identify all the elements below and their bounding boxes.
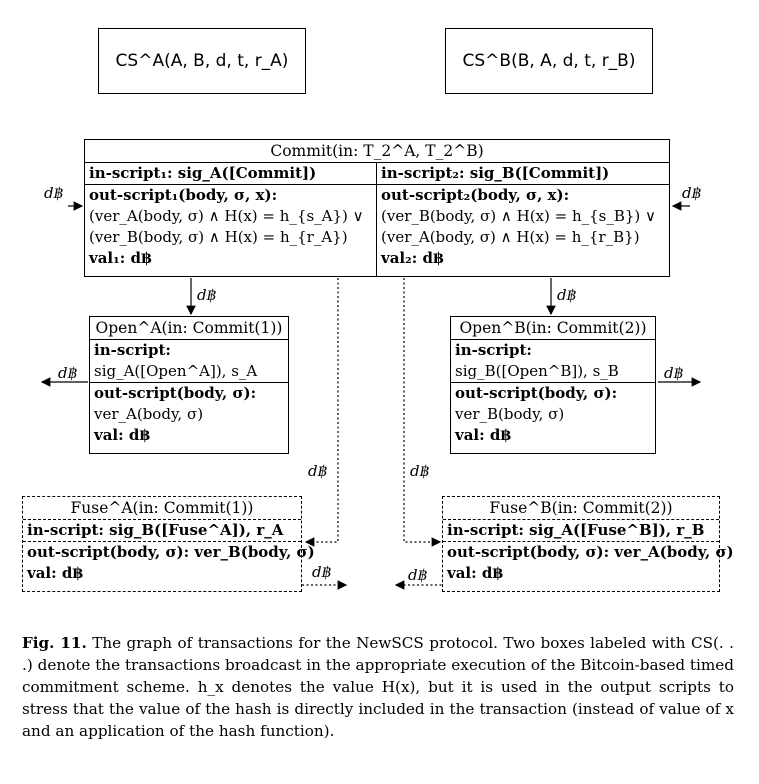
open-b-val: val: d฿ bbox=[455, 426, 511, 444]
commit-node: Commit(in: T_2^A, T_2^B) in-script₁: sig… bbox=[84, 139, 670, 277]
commit-val-2: val₂: d฿ bbox=[381, 249, 444, 267]
fuse-b-in-script: in-script: sig_A([Fuse^B]), r_B bbox=[447, 521, 705, 539]
edge-label-commit-left: d฿ bbox=[44, 184, 64, 202]
commit-in-script-2: in-script₂: sig_B([Commit]) bbox=[381, 164, 610, 182]
fuse-b-title: Fuse^B(in: Commit(2)) bbox=[443, 497, 719, 520]
commit-column-2: in-script₂: sig_B([Commit]) out-script₂(… bbox=[377, 163, 669, 277]
open-a-node: Open^A(in: Commit(1)) in-script: sig_A([… bbox=[89, 316, 289, 454]
edge-label-commit-right: d฿ bbox=[682, 184, 702, 202]
cs-a-label: CS^A(A, B, d, t, r_A) bbox=[115, 51, 289, 71]
commit-out-script-1: out-script₁(body, σ, x): bbox=[85, 184, 376, 206]
fuse-b-node: Fuse^B(in: Commit(2)) in-script: sig_A([… bbox=[442, 496, 734, 592]
edge-label-open-b-out: d฿ bbox=[664, 364, 684, 382]
commit-out-script-1-line-1: (ver_A(body, σ) ∧ H(x) = h_{s_A}) ∨ bbox=[89, 207, 364, 225]
edge-label-fuse-b-in: d฿ bbox=[410, 462, 430, 480]
commit-column-1: in-script₁: sig_A([Commit]) out-script₁(… bbox=[85, 163, 377, 277]
fuse-a-in-script: in-script: sig_B([Fuse^A]), r_A bbox=[27, 521, 284, 539]
commit-out-script-1-line-2: (ver_B(body, σ) ∧ H(x) = h_{r_A}) bbox=[89, 228, 348, 246]
edge-label-open-b-in: d฿ bbox=[557, 286, 577, 304]
edge-label-fuse-a-out: d฿ bbox=[312, 563, 332, 581]
open-a-out-script: out-script(body, σ): bbox=[90, 382, 288, 404]
fuse-a-title: Fuse^A(in: Commit(1)) bbox=[23, 497, 301, 520]
open-a-ver: ver_A(body, σ) bbox=[94, 405, 204, 423]
fuse-b-val: val: d฿ bbox=[447, 564, 503, 582]
open-b-title: Open^B(in: Commit(2)) bbox=[451, 317, 655, 340]
figure-caption: Fig. 11. The graph of transactions for t… bbox=[22, 632, 734, 742]
open-a-val: val: d฿ bbox=[94, 426, 150, 444]
caption-label: Fig. 11. bbox=[22, 634, 87, 652]
commit-out-script-2-line-2: (ver_A(body, σ) ∧ H(x) = h_{r_B}) bbox=[381, 228, 640, 246]
edge-label-open-a-in: d฿ bbox=[197, 286, 217, 304]
fuse-b-out-script: out-script(body, σ): ver_A(body, σ) bbox=[443, 541, 734, 563]
commit-out-script-2: out-script₂(body, σ, x): bbox=[377, 184, 669, 206]
open-b-node: Open^B(in: Commit(2)) in-script: sig_B([… bbox=[450, 316, 656, 454]
open-a-in-script: in-script: bbox=[94, 341, 171, 359]
open-b-sig: sig_B([Open^B]), s_B bbox=[455, 362, 619, 380]
cs-b-label: CS^B(B, A, d, t, r_B) bbox=[462, 51, 636, 71]
cs-b-node: CS^B(B, A, d, t, r_B) bbox=[445, 28, 653, 94]
edge-label-fuse-a-in: d฿ bbox=[308, 462, 328, 480]
edge-label-fuse-b-out: d฿ bbox=[408, 566, 428, 584]
edge-label-open-a-out: d฿ bbox=[58, 364, 78, 382]
edge-commit-fuse-a bbox=[304, 278, 339, 547]
commit-title: Commit(in: T_2^A, T_2^B) bbox=[85, 140, 669, 163]
cs-a-node: CS^A(A, B, d, t, r_A) bbox=[98, 28, 306, 94]
fuse-a-val: val: d฿ bbox=[27, 564, 83, 582]
commit-in-script-1: in-script₁: sig_A([Commit]) bbox=[89, 164, 317, 182]
open-a-sig: sig_A([Open^A]), s_A bbox=[94, 362, 258, 380]
edge-commit-fuse-b bbox=[403, 278, 442, 547]
open-a-title: Open^A(in: Commit(1)) bbox=[90, 317, 288, 340]
open-b-out-script: out-script(body, σ): bbox=[451, 382, 655, 404]
commit-out-script-2-line-1: (ver_B(body, σ) ∧ H(x) = h_{s_B}) ∨ bbox=[381, 207, 657, 225]
caption-text: The graph of transactions for the NewSCS… bbox=[22, 634, 734, 740]
open-b-in-script: in-script: bbox=[455, 341, 532, 359]
fuse-a-node: Fuse^A(in: Commit(1)) in-script: sig_B([… bbox=[22, 496, 315, 592]
fuse-a-out-script: out-script(body, σ): ver_B(body, σ) bbox=[23, 541, 315, 563]
commit-val-1: val₁: d฿ bbox=[89, 249, 152, 267]
open-b-ver: ver_B(body, σ) bbox=[455, 405, 565, 423]
